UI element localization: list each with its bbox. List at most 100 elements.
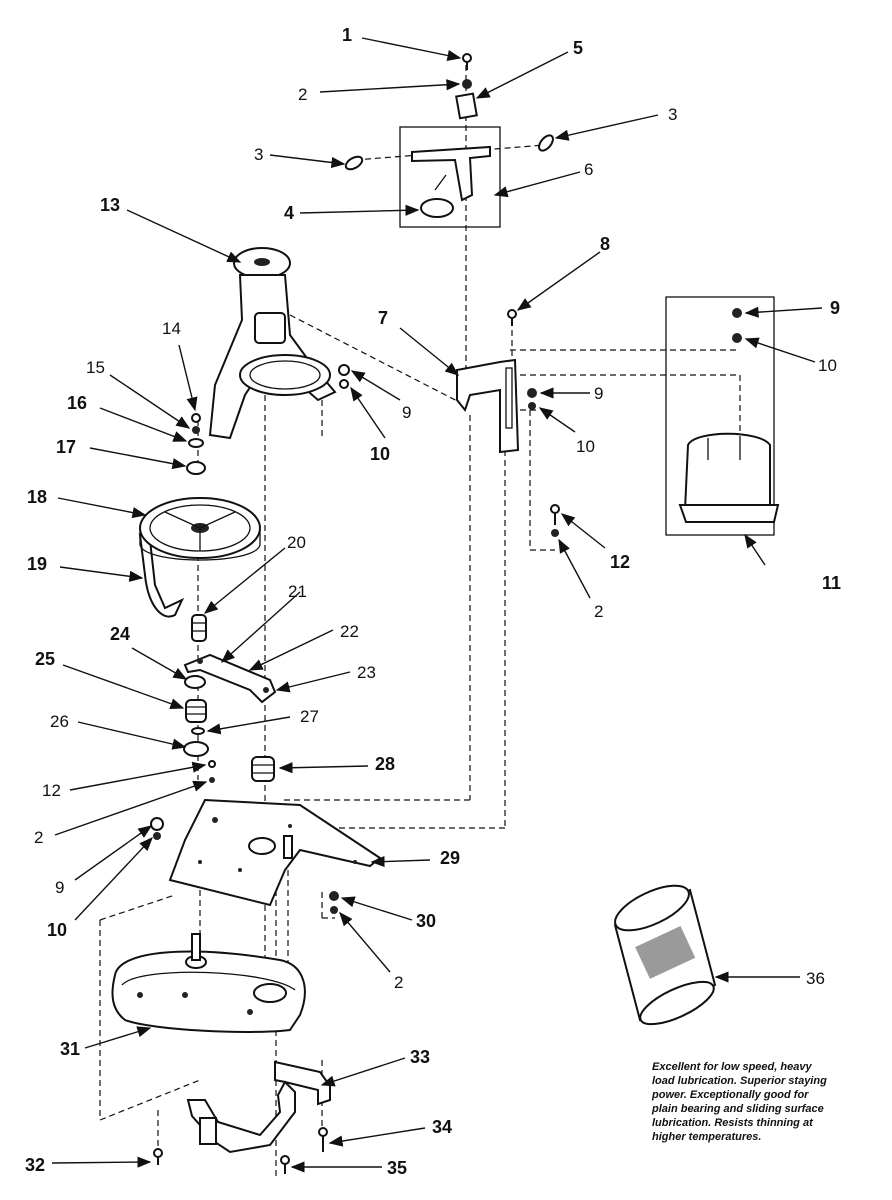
callout-arrows (51, 37, 823, 1173)
lubricant-description-line: load lubrication. Superior staying (652, 1075, 827, 1087)
washer-part-27 (191, 727, 205, 735)
washer-part-2 (462, 79, 472, 89)
nut-part-9-mid (338, 364, 350, 376)
callout-17: 17 (56, 437, 76, 457)
callout-1: 1 (342, 25, 352, 45)
nut-part-30 (329, 891, 339, 901)
frame-part-bottom (186, 1080, 296, 1154)
callout-9: 9 (55, 878, 64, 897)
lubricant-description-line: power. Exceptionally good for (652, 1089, 809, 1101)
screw-part-32 (153, 1148, 163, 1165)
nut-part-9-box (732, 308, 742, 318)
callout-numbers: 1 2 5 3 3 6 4 13 8 7 9 10 9 10 9 10 14 1… (25, 25, 841, 1178)
callout-2: 2 (394, 973, 403, 992)
callout-18: 18 (27, 487, 47, 507)
belt-part-19 (138, 533, 185, 618)
washer-part-2-lower (330, 906, 338, 914)
screw-part-8 (507, 309, 517, 326)
callout-9: 9 (594, 384, 603, 403)
callout-7: 7 (378, 308, 388, 328)
callout-15: 15 (86, 358, 105, 377)
lubricant-description-line: Excellent for low speed, heavy (652, 1061, 812, 1073)
callout-8: 8 (600, 234, 610, 254)
housing-part-13 (208, 247, 337, 440)
callout-23: 23 (357, 663, 376, 682)
lubricant-description: Excellent for low speed, heavy load lubr… (652, 1060, 884, 1144)
bracket-box-part-6 (399, 126, 501, 228)
callout-9: 9 (830, 298, 840, 318)
spring-part-28 (251, 756, 275, 782)
callout-2: 2 (34, 828, 43, 847)
callout-26: 26 (50, 712, 69, 731)
callout-22: 22 (340, 622, 359, 641)
callout-4: 4 (284, 203, 294, 223)
lubricant-description-line: lubrication. Resists thinning at (652, 1117, 813, 1129)
callout-13: 13 (100, 195, 120, 215)
callout-3: 3 (668, 105, 677, 124)
callout-11: 11 (822, 573, 841, 593)
callout-10: 10 (576, 437, 595, 456)
washer-part-15 (192, 426, 200, 434)
callout-12: 12 (42, 781, 61, 800)
screw-part-34 (318, 1127, 328, 1152)
ring-part-3-right (538, 134, 554, 152)
washer-part-16 (188, 438, 204, 448)
screw-part-1 (462, 53, 472, 70)
callout-16: 16 (67, 393, 87, 413)
lever-part-21-23 (183, 653, 277, 704)
spring-part-20 (191, 614, 207, 642)
lubricant-description-line: higher temperatures. (652, 1131, 762, 1143)
washer-part-26 (183, 741, 209, 757)
washer-part-10-upper (528, 402, 536, 410)
callout-30: 30 (416, 911, 436, 931)
plate-part-29 (168, 798, 382, 907)
callout-28: 28 (375, 754, 395, 774)
callout-36: 36 (806, 969, 825, 988)
clip-part-5 (455, 92, 478, 120)
callout-2: 2 (594, 602, 603, 621)
callout-10: 10 (370, 444, 390, 464)
screw-part-14 (191, 413, 201, 423)
lubricant-can-part-36 (613, 884, 717, 1026)
callout-32: 32 (25, 1155, 45, 1175)
callout-12: 12 (610, 552, 630, 572)
callout-35: 35 (387, 1158, 407, 1178)
lubricant-description-line: plain bearing and sliding surface (652, 1103, 824, 1115)
washer-part-2-left (209, 777, 215, 783)
callout-5: 5 (573, 38, 583, 58)
screw-part-12-right (550, 504, 560, 525)
screw-part-12-left (208, 760, 216, 768)
washer-part-17 (186, 461, 206, 475)
pulley-part-18 (139, 497, 261, 561)
callout-34: 34 (432, 1117, 452, 1137)
ring-part-3-left (344, 155, 364, 171)
gear-case-part-31 (111, 933, 306, 1033)
callout-21: 21 (288, 582, 307, 601)
cup-box-part-11 (665, 296, 775, 536)
callout-10: 10 (818, 356, 837, 375)
callout-20: 20 (287, 533, 306, 552)
callout-29: 29 (440, 848, 460, 868)
callout-6: 6 (584, 160, 593, 179)
washer-part-24 (184, 675, 206, 689)
washer-part-10-box (732, 333, 742, 343)
cup-part-11 (678, 432, 780, 523)
plate-part-4 (420, 198, 454, 218)
washer-part-10-mid (339, 379, 349, 389)
callout-14: 14 (162, 319, 181, 338)
bracket-part-6 (411, 145, 491, 202)
callout-9: 9 (402, 403, 411, 422)
washer-part-10-left (153, 832, 161, 840)
callout-3: 3 (254, 145, 263, 164)
callout-33: 33 (410, 1047, 430, 1067)
callout-2: 2 (298, 85, 307, 104)
bracket-part-7 (456, 358, 520, 454)
callout-19: 19 (27, 554, 47, 574)
washer-part-2-right (551, 529, 559, 537)
nut-part-9-upper (527, 388, 537, 398)
callout-10: 10 (47, 920, 67, 940)
callout-24: 24 (110, 624, 130, 644)
spring-part-25 (185, 699, 207, 723)
nut-part-9-left (150, 817, 164, 831)
